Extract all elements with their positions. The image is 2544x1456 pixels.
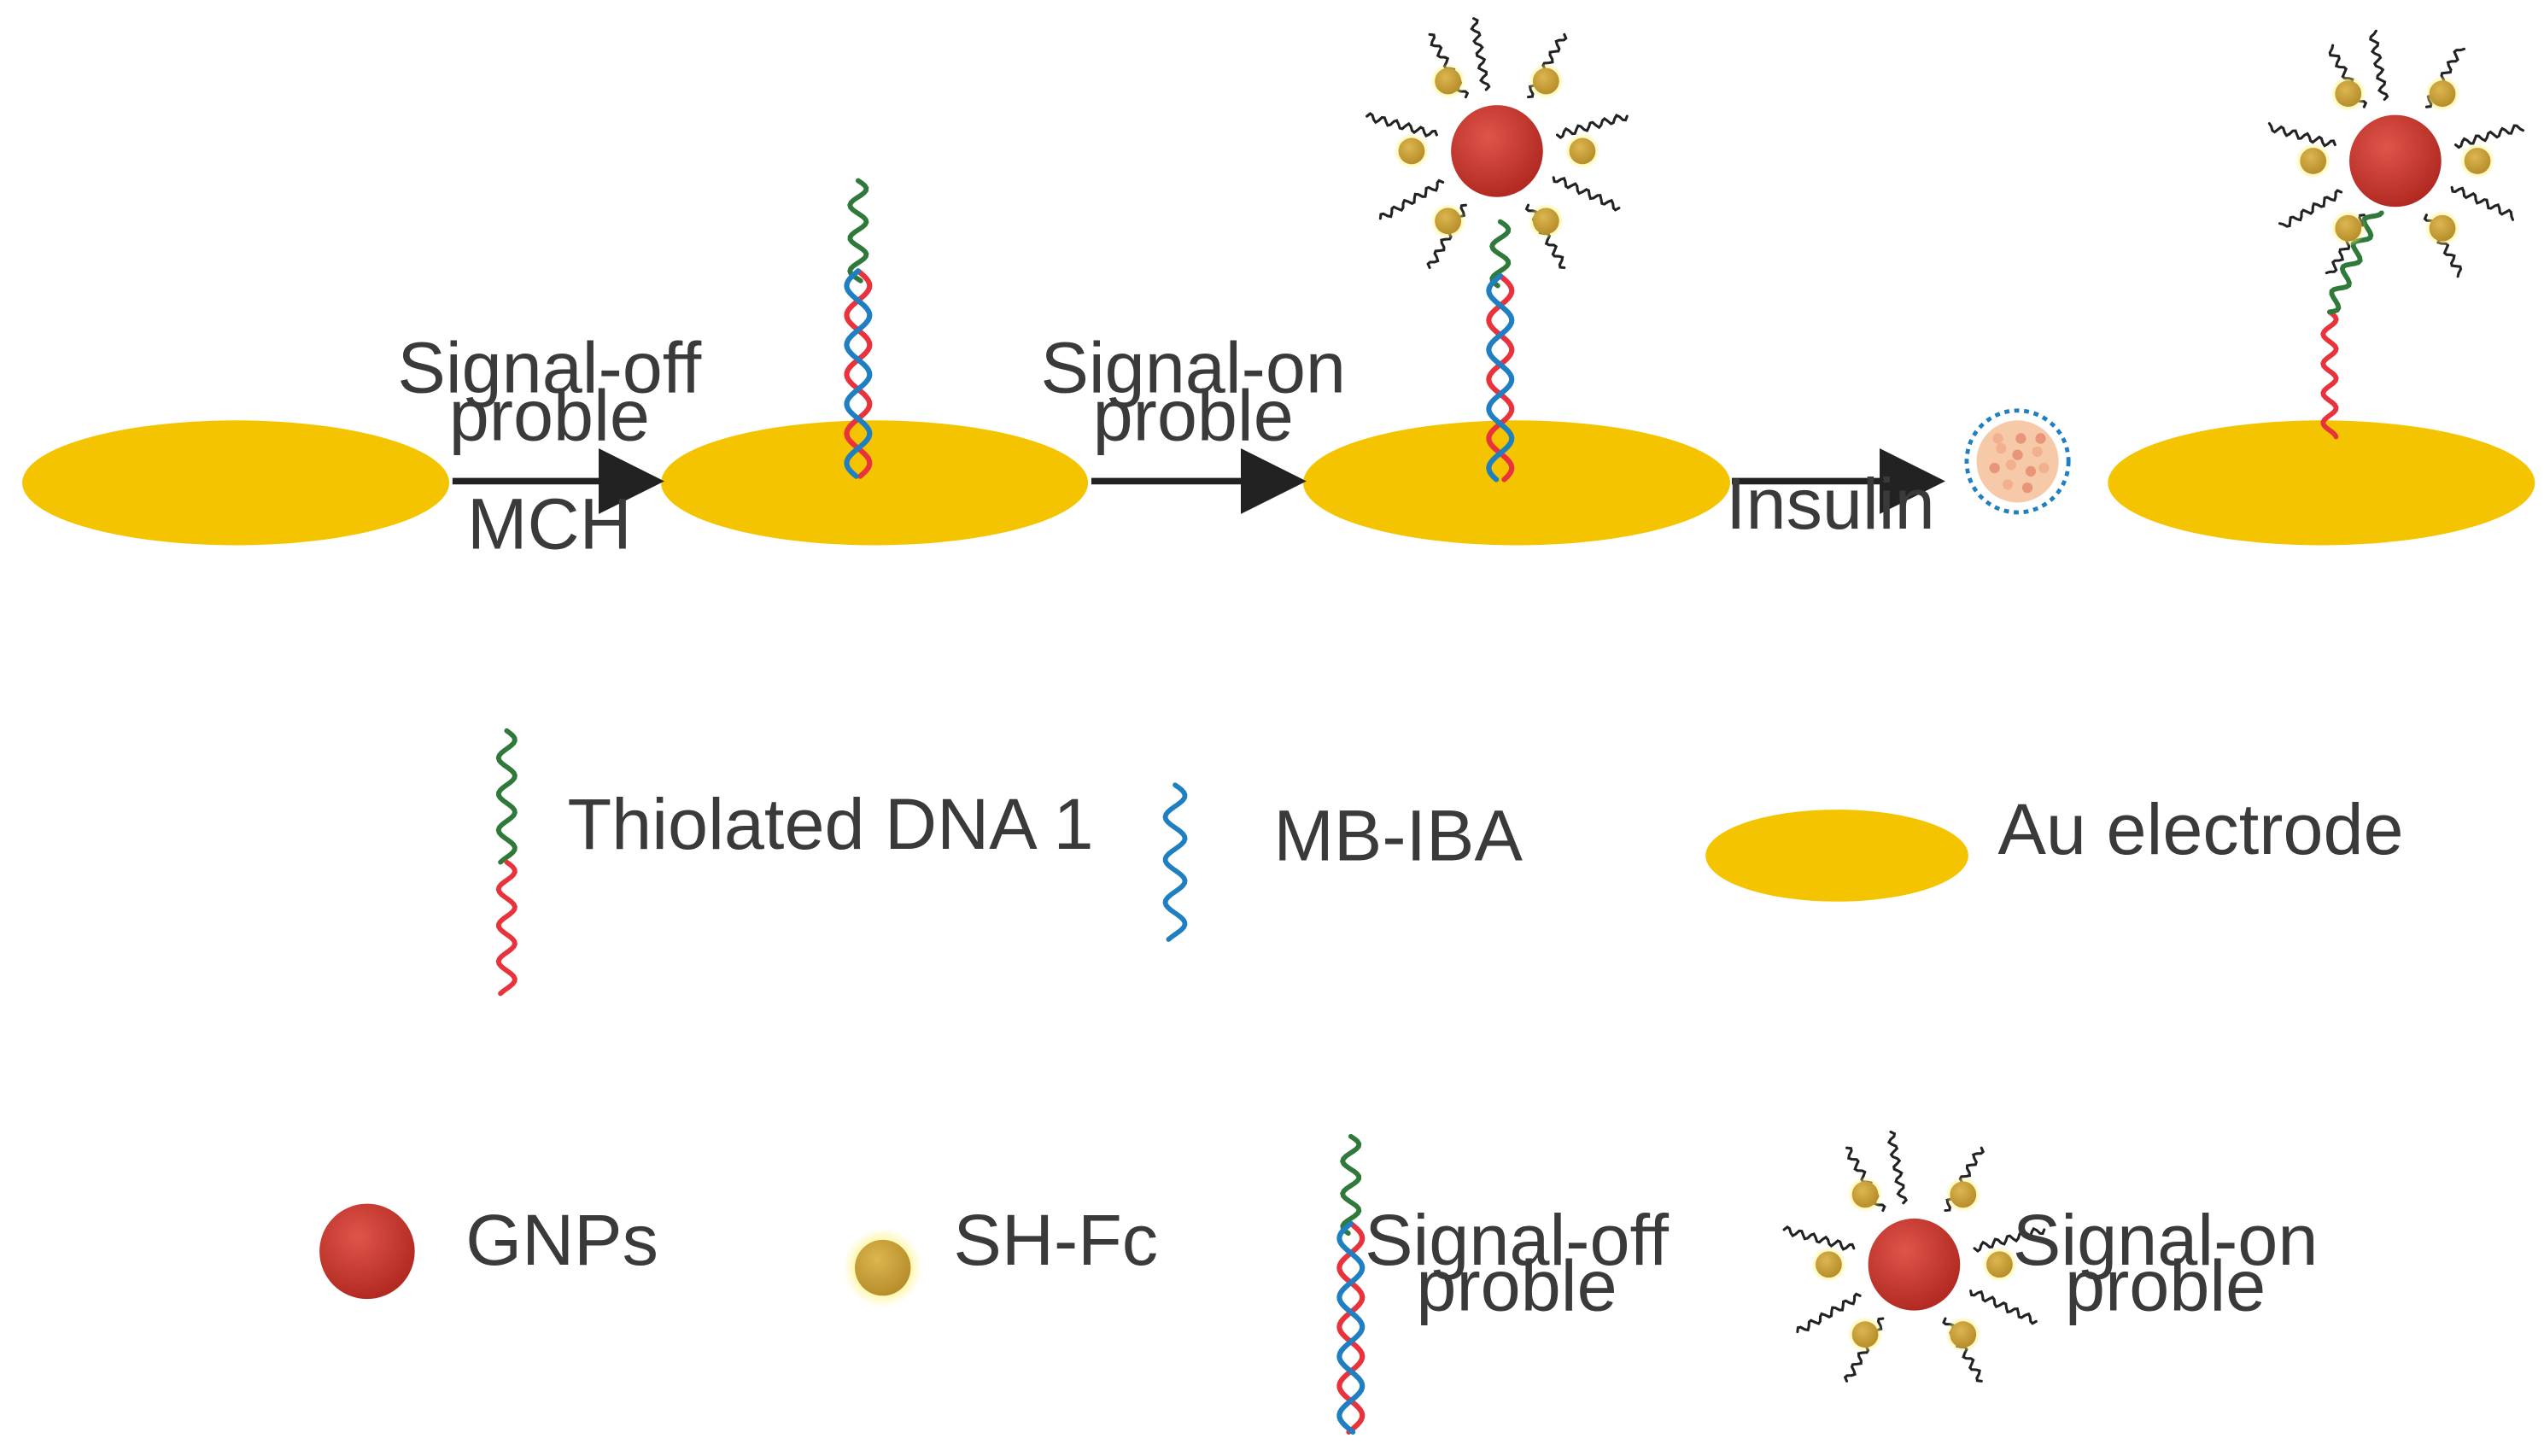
gnp-icon (319, 1203, 415, 1300)
arrow1-top-line2: proble (449, 374, 650, 455)
electrode-signal-on (1303, 420, 1731, 546)
legend-signal-on-line2: proble (2065, 1245, 2266, 1326)
legend-thiolated-dna-label: Thiolated DNA 1 (568, 783, 1094, 864)
legend-mb-iba-label: MB-IBA (1273, 795, 1523, 876)
arrow2-top-line2: proble (1093, 374, 1294, 455)
insulin-icon (1964, 408, 2071, 515)
released-strand-on-electrode (2320, 210, 2384, 440)
legend-signal-off-line1: Signal-off (1365, 1199, 1669, 1280)
electrode-insulin (2108, 420, 2535, 546)
signal-off-duplex-on-electrode (844, 178, 873, 479)
arrow1-top-line1: Signal-off (397, 327, 701, 408)
legend-shfc-label: SH-Fc (953, 1199, 1158, 1280)
legend-gnps-label: GNPs (465, 1199, 658, 1280)
legend-au-electrode-label: Au electrode (1998, 788, 2404, 869)
signal-on-duplex-on-electrode (1486, 219, 1515, 482)
electrode-signal-off (661, 420, 1089, 546)
arrow2-top-line1: Signal-on (1040, 327, 1345, 408)
legend-signal-on-line1: Signal-on (2013, 1199, 2318, 1280)
shfc-icon (843, 1228, 922, 1307)
electrode-bare (22, 420, 450, 546)
legend-signal-off-line2: proble (1416, 1245, 1617, 1326)
arrow1-bottom-label: MCH (467, 482, 632, 564)
arrow3-bottom-label: Insulin (1726, 463, 1935, 544)
mb-iba-icon (1162, 782, 1188, 942)
signal-on-probe-icon (1782, 1130, 2046, 1383)
au-electrode-icon (1705, 810, 1968, 902)
signal-off-probe-icon (1336, 1133, 1366, 1435)
thiolated-dna-icon (495, 728, 518, 997)
signal-on-nanoparticle-released (2267, 29, 2525, 278)
signal-on-nanoparticle-on-electrode (1366, 17, 1629, 270)
